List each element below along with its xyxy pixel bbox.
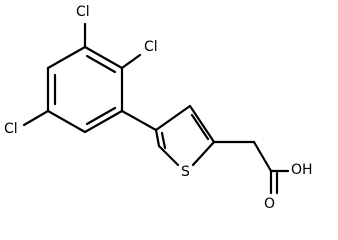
bond-th-c3-c2 — [188, 104, 216, 144]
cl-left-label: Cl — [4, 121, 18, 137]
bond-ch2-cooh — [252, 140, 273, 173]
atom-labels: Cl Cl Cl S OH O — [4, 4, 313, 212]
sulfur-label: S — [181, 164, 190, 180]
bond-th-s-c5 — [157, 144, 180, 167]
bond-ring-a1-a2 — [83, 45, 124, 70]
bond-biaryl — [120, 109, 158, 132]
bond-th-inner-1 — [190, 113, 210, 141]
bond-th-c5-c4 — [154, 128, 161, 148]
chemical-structure: Cl Cl Cl S OH O — [4, 4, 313, 212]
cl-right-label: Cl — [144, 39, 158, 55]
bond-th-inner-2 — [160, 131, 167, 150]
bond-ring-inner-1 — [85, 54, 117, 74]
bond-cl-left — [22, 109, 50, 127]
carbonyl-oxygen-label: O — [264, 196, 275, 212]
bond-ring-a3-a4 — [83, 109, 124, 134]
cl-top-label: Cl — [76, 4, 90, 20]
bond-th-c2-s — [191, 140, 216, 167]
bond-ring-inner-2 — [85, 106, 117, 126]
bond-ring-a4-a5 — [46, 109, 87, 134]
bond-ring-a6-a1 — [46, 45, 87, 70]
bond-cl-right — [120, 53, 142, 70]
bond-th-c4-c3 — [154, 104, 192, 132]
bond-lines — [22, 22, 290, 195]
hydroxyl-label: OH — [291, 162, 313, 178]
